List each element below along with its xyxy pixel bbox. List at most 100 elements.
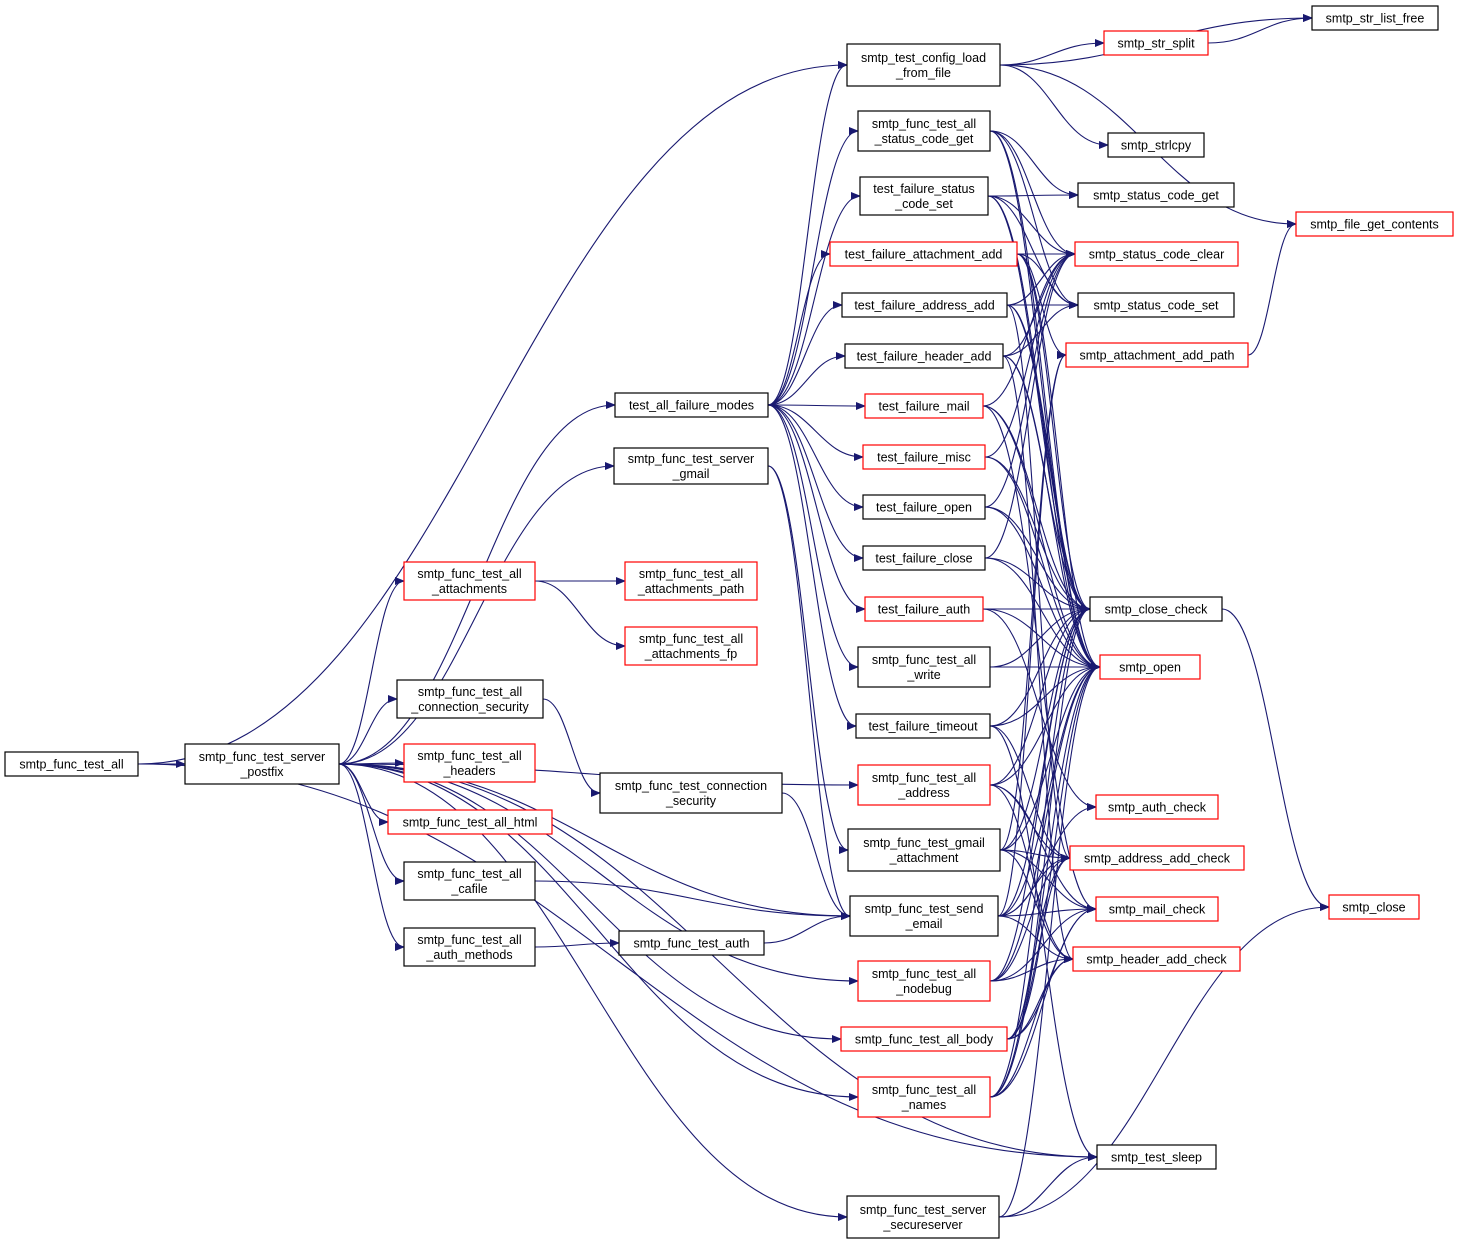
node-open[interactable]: smtp_open [1099, 654, 1201, 680]
node-sendemail-label-line-1: _email [905, 917, 943, 931]
node-alladdress[interactable]: smtp_func_test_all_address [857, 764, 991, 806]
edge-fmail-to-scclear [982, 250, 1076, 407]
node-connsec[interactable]: smtp_func_test_all_connection_security [396, 679, 544, 719]
node-allwrite-label-line-1: _write [906, 668, 940, 682]
node-attfp[interactable]: smtp_func_test_all_attachments_fp [624, 626, 758, 666]
node-hdrcheck-label-line-0: smtp_header_add_check [1086, 953, 1227, 967]
edge-statusget-to-scset [989, 130, 1079, 309]
node-fclose-label-line-0: test_failure_close [875, 552, 972, 566]
node-addrcheck[interactable]: smtp_address_add_check [1069, 845, 1245, 871]
edge-nodebug-to-open [989, 663, 1101, 982]
node-sleep[interactable]: smtp_test_sleep [1096, 1144, 1217, 1170]
node-authcheck[interactable]: smtp_auth_check [1095, 794, 1219, 820]
node-fmisc[interactable]: test_failure_misc [862, 444, 986, 470]
node-ftimeout-label-line-0: test_failure_timeout [868, 720, 978, 734]
node-cafile-label-line-1: _cafile [450, 882, 487, 896]
node-fauth-box [864, 596, 984, 622]
node-gmailatt-label-line-0: smtp_func_test_gmail [863, 836, 985, 850]
edge-fopen-to-open [984, 506, 1101, 671]
node-allbody[interactable]: smtp_func_test_all_body [840, 1026, 1008, 1052]
node-filecontents[interactable]: smtp_file_get_contents [1295, 211, 1454, 237]
node-failmodes[interactable]: test_all_failure_modes [614, 392, 769, 418]
node-headers-label-line-1: _headers [442, 764, 495, 778]
node-allnames-label-line-0: smtp_func_test_all [872, 1083, 976, 1097]
node-allbody-box [840, 1026, 1008, 1052]
node-authmethods[interactable]: smtp_func_test_all_auth_methods [403, 927, 536, 967]
node-faddress[interactable]: test_failure_address_add [841, 292, 1008, 318]
node-headers-label-line-0: smtp_func_test_all [417, 749, 521, 763]
edge-fstatus-to-scclear [987, 195, 1076, 258]
node-scset[interactable]: smtp_status_code_set [1077, 292, 1235, 318]
node-strlcpy[interactable]: smtp_strlcpy [1107, 132, 1205, 158]
node-fclose[interactable]: test_failure_close [862, 545, 986, 571]
node-statusget[interactable]: smtp_func_test_all_status_code_get [857, 110, 991, 152]
node-gmailatt[interactable]: smtp_func_test_gmail_attachment [847, 828, 1001, 872]
node-attaddpath[interactable]: smtp_attachment_add_path [1065, 342, 1249, 368]
edge-allnames-to-addrcheck [989, 854, 1071, 1098]
edge-postfix-to-connsec [338, 695, 398, 765]
edge-fauth-to-authcheck [982, 608, 1097, 811]
node-scget[interactable]: smtp_status_code_get [1077, 182, 1235, 208]
node-mailcheck[interactable]: smtp_mail_check [1095, 896, 1219, 922]
node-addrcheck-box [1069, 845, 1245, 871]
node-fmail-box [864, 393, 984, 419]
node-nodebug[interactable]: smtp_func_test_all_nodebug [857, 960, 991, 1002]
node-scset-box [1077, 292, 1235, 318]
node-secure[interactable]: smtp_func_test_server_secureserver [846, 1195, 1000, 1239]
edge-fmisc-to-scclear [984, 250, 1076, 458]
node-fstatus[interactable]: test_failure_status_code_set [859, 176, 989, 216]
node-strlistfree-box [1311, 5, 1439, 31]
node-fattach[interactable]: test_failure_attachment_add [829, 241, 1018, 267]
node-connsec2-label-line-1: _security [665, 794, 717, 808]
node-failmodes-label-line-0: test_all_failure_modes [629, 399, 754, 413]
node-postfix[interactable]: smtp_func_test_server_postfix [184, 743, 340, 785]
node-html[interactable]: smtp_func_test_all_html [387, 809, 553, 835]
node-scclear[interactable]: smtp_status_code_clear [1074, 241, 1239, 267]
node-hdrcheck[interactable]: smtp_header_add_check [1072, 946, 1241, 972]
node-authcheck-box [1095, 794, 1219, 820]
edge-failmodes-to-fopen [767, 404, 864, 511]
edge-postfix-to-gmail [338, 462, 615, 765]
node-attachments[interactable]: smtp_func_test_all_attachments [403, 561, 536, 601]
node-allwrite-label-line-0: smtp_func_test_all [872, 653, 976, 667]
node-root[interactable]: smtp_func_test_all [4, 751, 139, 777]
node-html-box [387, 809, 553, 835]
node-close[interactable]: smtp_close [1328, 894, 1420, 920]
edge-ftimeout-to-closecheck [989, 605, 1091, 727]
node-attpath[interactable]: smtp_func_test_all_attachments_path [624, 561, 758, 601]
node-allnames-box [857, 1076, 991, 1118]
node-allnames[interactable]: smtp_func_test_all_names [857, 1076, 991, 1118]
node-root-label-line-0: smtp_func_test_all [19, 758, 123, 772]
node-alladdress-box [857, 764, 991, 806]
node-allwrite-box [857, 646, 991, 688]
node-ftimeout[interactable]: test_failure_timeout [855, 713, 991, 739]
edge-alladdress-to-open [989, 663, 1101, 786]
node-attachments-label-line-0: smtp_func_test_all [417, 567, 521, 581]
node-secure-label-line-1: _secureserver [882, 1218, 962, 1232]
node-gmail[interactable]: smtp_func_test_server_gmail [613, 447, 769, 485]
node-allwrite[interactable]: smtp_func_test_all_write [857, 646, 991, 688]
node-hdrcheck-box [1072, 946, 1241, 972]
edge-closecheck-to-close [1221, 608, 1330, 911]
node-connsec2[interactable]: smtp_func_test_connection_security [599, 772, 783, 814]
node-closecheck[interactable]: smtp_close_check [1089, 596, 1223, 622]
node-alladdress-label-line-0: smtp_func_test_all [872, 771, 976, 785]
node-headers[interactable]: smtp_func_test_all_headers [403, 743, 536, 783]
node-sendemail[interactable]: smtp_func_test_send_email [849, 895, 999, 937]
node-fauth[interactable]: test_failure_auth [864, 596, 984, 622]
node-fopen-box [862, 494, 986, 520]
node-funcauth[interactable]: smtp_func_test_auth [618, 930, 765, 956]
node-strlistfree[interactable]: smtp_str_list_free [1311, 5, 1439, 31]
node-fmail[interactable]: test_failure_mail [864, 393, 984, 419]
node-authmethods-label-line-0: smtp_func_test_all [417, 933, 521, 947]
edge-configload-to-strlcpy [999, 64, 1109, 149]
node-strsplit[interactable]: smtp_str_split [1103, 30, 1209, 56]
node-fopen[interactable]: test_failure_open [862, 494, 986, 520]
edge-fclose-to-scclear [984, 250, 1076, 559]
node-close-box [1328, 894, 1420, 920]
node-configload[interactable]: smtp_test_config_load_from_file [846, 43, 1001, 87]
node-cafile[interactable]: smtp_func_test_all_cafile [403, 861, 536, 901]
node-faddress-box [841, 292, 1008, 318]
node-connsec-label-line-1: _connection_security [410, 700, 529, 714]
node-fheader[interactable]: test_failure_header_add [844, 343, 1004, 369]
